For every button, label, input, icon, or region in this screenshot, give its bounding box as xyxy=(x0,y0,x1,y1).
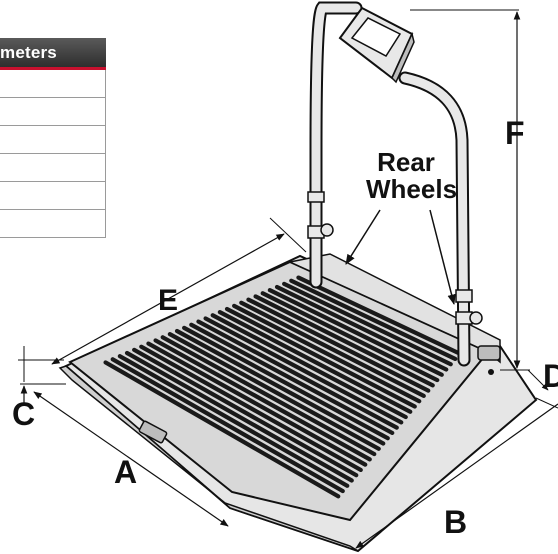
table-row xyxy=(0,154,106,182)
label-b: B xyxy=(444,504,468,540)
label-d: D xyxy=(543,358,558,394)
label-a: A xyxy=(114,454,138,490)
dimension-line-e xyxy=(51,233,285,365)
platform-slat xyxy=(124,350,354,483)
label-c: C xyxy=(12,396,36,432)
table-row xyxy=(0,98,106,126)
table-row xyxy=(0,126,106,154)
platform-slat xyxy=(267,288,444,377)
platform-slat xyxy=(289,278,458,362)
pointer-rear-wheel-right xyxy=(429,209,456,306)
platform-slat xyxy=(274,284,449,372)
pointer-rear-wheel-left xyxy=(345,209,381,265)
label-e: E xyxy=(158,284,179,317)
display-unit xyxy=(338,6,415,84)
rear-wheels-line2: Wheels xyxy=(366,174,458,205)
handle-bar-left xyxy=(309,1,363,289)
table-header: meters xyxy=(0,38,106,70)
rear-wheels-line1: Rear xyxy=(377,147,435,177)
table-row xyxy=(0,70,106,98)
platform-slat xyxy=(260,291,440,383)
front-grip xyxy=(138,420,168,444)
dimension-table: meters xyxy=(0,38,106,238)
rear-wheel-right xyxy=(477,345,501,361)
label-f: F xyxy=(505,115,525,151)
platform-slat xyxy=(282,281,453,367)
platform-slat xyxy=(117,354,350,488)
platform-slat xyxy=(139,344,363,473)
dimension-line-a xyxy=(33,391,229,527)
label-rear-wheels: Rear Wheels xyxy=(366,147,458,205)
platform-slat xyxy=(253,294,435,388)
dimension-line-d xyxy=(527,369,549,391)
platform-slat xyxy=(132,347,359,478)
platform-slat xyxy=(296,275,462,356)
table-row xyxy=(0,182,106,210)
dimension-line-b xyxy=(355,403,558,549)
